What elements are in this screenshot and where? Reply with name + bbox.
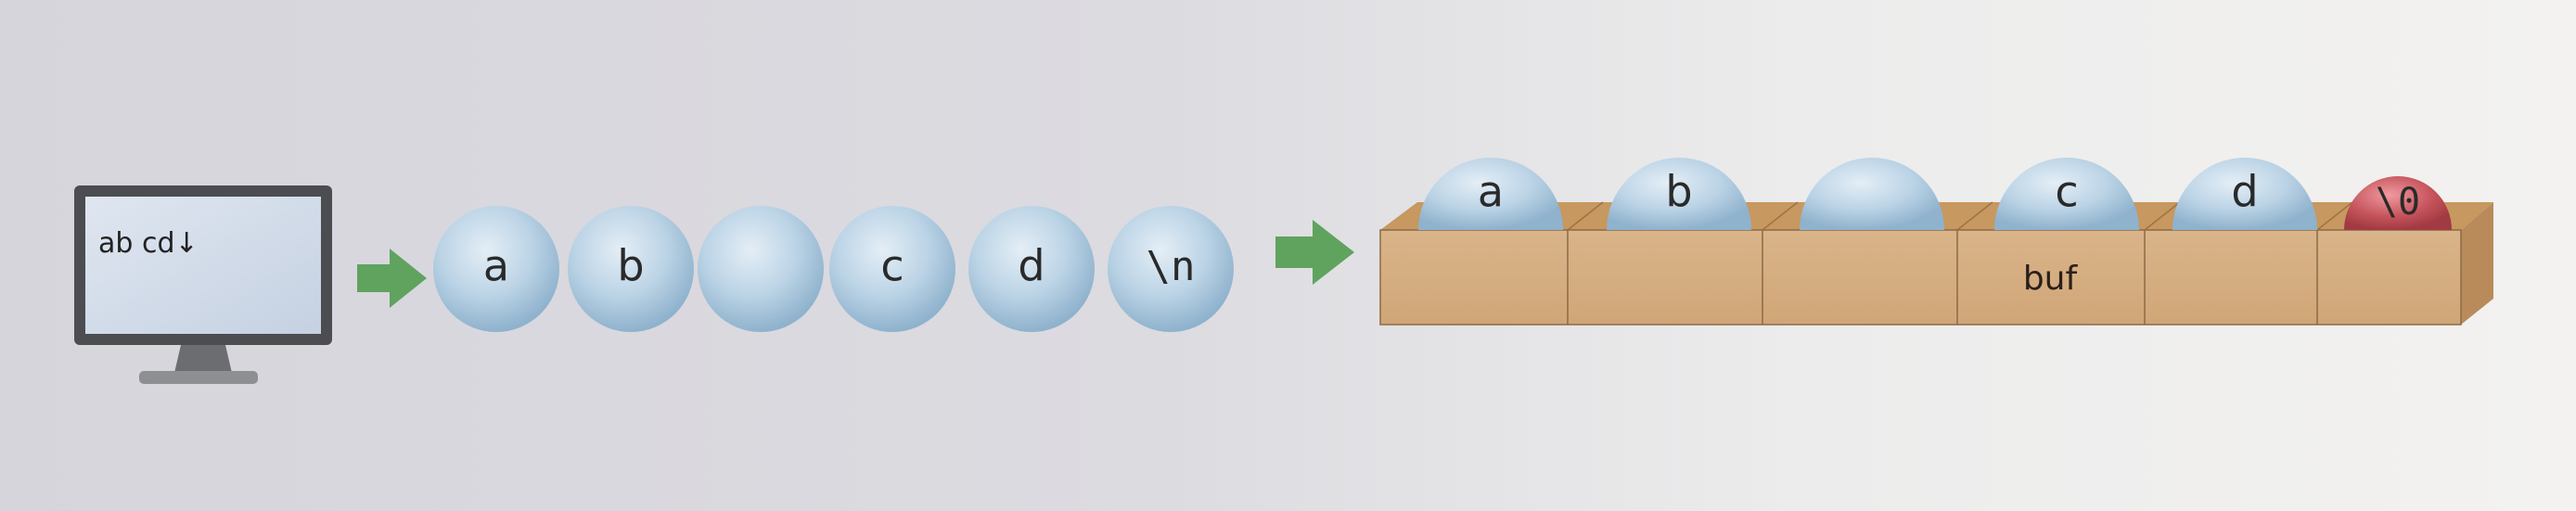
buffer-name: buf: [2023, 260, 2079, 298]
buffer-cell-label: \0: [2376, 181, 2420, 224]
ball-shape: [433, 206, 559, 332]
buffer-cell-space: [1800, 158, 1944, 230]
buffer-cell-c: c: [1994, 158, 2139, 230]
buffer-array: a b c d \0 buf: [1379, 158, 2493, 326]
stream-ball-b: b: [568, 206, 694, 332]
stream-ball-c: c: [829, 206, 955, 332]
buffer-cell-null-terminator: \0: [2344, 176, 2452, 230]
ball-shape: [1108, 206, 1234, 332]
buffer-cell-d: d: [2172, 158, 2317, 230]
stream-ball-d: d: [968, 206, 1095, 332]
ball-shape: [829, 206, 955, 332]
buffer-top-divider: [2144, 201, 2181, 231]
stream-ball-space: [698, 206, 824, 332]
stream-ball-label: \n: [1147, 243, 1196, 290]
stream-ball-newline: \n: [1108, 206, 1234, 332]
buffer-top-divider: [1762, 201, 1799, 231]
dome-shape: [1994, 158, 2139, 230]
null-dome-shape: [2344, 176, 2452, 230]
monitor-neck: [174, 345, 232, 373]
buffer-cell-b: b: [1607, 158, 1751, 230]
monitor-icon: ab cd↓: [74, 185, 332, 384]
buffer-top-divider: [1567, 201, 1604, 231]
buffer-side-face: [2461, 202, 2493, 325]
dome-shape: [1607, 158, 1751, 230]
stream-ball-label: a: [483, 241, 509, 291]
monitor-screen: [85, 197, 321, 334]
stream-ball-a: a: [433, 206, 559, 332]
buffer-cell-label: d: [2231, 167, 2258, 217]
buffer-cell-label: a: [1478, 167, 1504, 217]
buffer-cell-a: a: [1418, 158, 1563, 230]
stream-ball-label: b: [617, 241, 644, 291]
buffer-top-divider: [2316, 201, 2353, 231]
buffer-front-face: [1379, 229, 2462, 326]
dome-shape: [1418, 158, 1563, 230]
buffer-top-divider: [1956, 201, 1993, 231]
monitor-stand: [139, 371, 258, 384]
dome-shape: [2172, 158, 2317, 230]
buffer-cell-label: b: [1665, 167, 1692, 217]
arrow-right-icon: [1275, 220, 1354, 285]
buffer-cell-label: c: [2055, 167, 2078, 217]
ball-shape: [698, 206, 824, 332]
stream-ball-label: d: [1018, 241, 1044, 291]
arrow-right-icon: [357, 249, 427, 308]
stream-ball-label: c: [880, 241, 904, 291]
input-stream: a b c d \n: [433, 206, 1234, 332]
ball-shape: [568, 206, 694, 332]
dome-shape: [1800, 158, 1944, 230]
monitor-screen-text: ab cd↓: [98, 227, 199, 260]
ball-shape: [968, 206, 1095, 332]
